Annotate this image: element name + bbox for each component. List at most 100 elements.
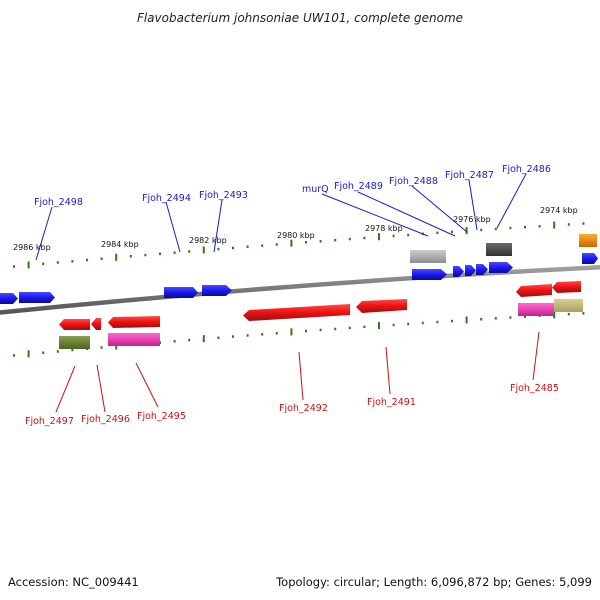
reverse-scale-minor-tick: [56, 350, 59, 353]
feature-box-fjoh-2497[interactable]: [59, 336, 90, 349]
forward-scale-minor-tick: [71, 260, 74, 263]
gene-arrow-fjoh-2485b[interactable]: [552, 281, 581, 293]
label-fjoh-2495[interactable]: Fjoh_2495: [137, 411, 186, 422]
forward-scale-major-tick: [202, 246, 205, 254]
genome-backbone: [0, 264, 600, 315]
gene-arrow-fjoh-2488[interactable]: [465, 265, 476, 276]
label-fjoh-2487[interactable]: Fjoh_2487: [445, 170, 494, 181]
forward-scale-minor-tick: [436, 231, 439, 235]
bottom-gene-labels: Fjoh_2497 Fjoh_2496 Fjoh_2495 Fjoh_2492 …: [25, 383, 559, 427]
label-fjoh-2492[interactable]: Fjoh_2492: [279, 403, 328, 414]
leader-fjoh-2498: [35, 206, 53, 261]
label-fjoh-2497[interactable]: Fjoh_2497: [25, 416, 74, 427]
forward-scale-minor-tick: [348, 237, 351, 241]
label-fjoh-2493[interactable]: Fjoh_2493: [199, 190, 248, 201]
reverse-scale-minor-tick: [13, 354, 15, 357]
forward-scale-minor-tick: [509, 226, 512, 230]
leader-fjoh-2487: [468, 179, 478, 231]
forward-scale-major-tick: [378, 233, 380, 241]
label-fjoh-2491[interactable]: Fjoh_2491: [367, 397, 416, 408]
reverse-scale-minor-tick: [334, 327, 337, 331]
reverse-scale-minor-tick: [173, 340, 176, 343]
leader-fjoh-2486: [496, 173, 527, 229]
accession-text: Accession: NC_009441: [8, 575, 139, 589]
gene-arrow-fjoh-2495[interactable]: [108, 316, 160, 328]
feature-box-murq[interactable]: [410, 250, 446, 263]
forward-scale-minor-tick: [494, 227, 497, 231]
forward-scale-minor-tick: [217, 247, 220, 251]
gene-arrow-fjoh-2493[interactable]: [202, 285, 232, 296]
label-fjoh-2486[interactable]: Fjoh_2486: [502, 164, 551, 175]
reverse-scale-major-tick: [553, 311, 556, 319]
gene-arrow-fjoh-2497[interactable]: [59, 319, 90, 330]
feature-box-fjoh-2484[interactable]: [579, 234, 597, 247]
label-fjoh-2494[interactable]: Fjoh_2494: [142, 193, 191, 204]
reverse-genes: [59, 281, 581, 330]
gene-arrow-fjoh-2499[interactable]: [0, 293, 18, 304]
reverse-scale-minor-tick: [567, 312, 570, 316]
forward-scale-minor-tick: [334, 238, 337, 242]
gene-arrow-fjoh-2486[interactable]: [489, 262, 513, 273]
reverse-scale-major-tick: [378, 322, 380, 330]
reverse-scale-minor-tick: [100, 346, 103, 349]
gene-arrow-fjoh-2496[interactable]: [91, 318, 101, 330]
forward-scale-major-tick: [115, 253, 118, 261]
tick-label-2980: 2980 kbp: [277, 231, 315, 240]
forward-scale-minor-tick: [56, 261, 59, 264]
reverse-scale-minor-tick: [363, 325, 366, 329]
forward-scale-major-tick: [553, 221, 556, 229]
label-fjoh-2496[interactable]: Fjoh_2496: [81, 414, 130, 425]
forward-scale-major-tick: [27, 261, 30, 269]
leader-fjoh-2492: [298, 351, 304, 401]
feature-box-fjoh-2487[interactable]: [486, 243, 512, 256]
scale-labels: 2986 kbp 2984 kbp 2982 kbp 2980 kbp 2978…: [13, 206, 578, 252]
leader-fjoh-2494: [165, 201, 181, 253]
feature-box-fjoh-2495[interactable]: [108, 333, 160, 346]
tick-label-2974: 2974 kbp: [540, 206, 578, 215]
reverse-scale-minor-tick: [421, 321, 424, 325]
gene-arrow-fjoh-2484[interactable]: [582, 253, 598, 264]
label-fjoh-2488[interactable]: Fjoh_2488: [389, 176, 438, 187]
forward-scale-minor-tick: [159, 252, 161, 256]
forward-features: [410, 234, 597, 263]
forward-scale-minor-tick: [363, 236, 366, 240]
forward-scale-minor-tick: [319, 240, 322, 243]
label-fjoh-2489[interactable]: Fjoh_2489: [334, 181, 383, 192]
forward-scale-minor-tick: [129, 255, 132, 258]
forward-scale-major-tick: [290, 239, 293, 247]
reverse-scale-minor-tick: [348, 326, 351, 330]
gene-arrow-fjoh-2498[interactable]: [19, 292, 55, 303]
gene-arrow-fjoh-2487[interactable]: [476, 264, 488, 275]
feature-box-fjoh-2485[interactable]: [518, 303, 554, 316]
forward-scale-minor-tick: [173, 251, 176, 254]
gene-arrow-fjoh-2492[interactable]: [243, 304, 350, 321]
forward-scale-minor-tick: [538, 225, 541, 228]
reverse-scale-major-tick: [202, 335, 205, 343]
reverse-scale-minor-tick: [217, 336, 220, 339]
forward-scale-minor-tick: [144, 253, 147, 257]
gene-arrow-fjoh-2489[interactable]: [453, 266, 464, 277]
reverse-scale-minor-tick: [451, 319, 453, 323]
top-leader-lines: [35, 173, 527, 261]
reverse-scale-minor-tick: [407, 322, 410, 326]
gene-arrow-fjoh-2485[interactable]: [516, 284, 552, 297]
label-murq[interactable]: murQ: [302, 184, 329, 195]
forward-scale-minor-tick: [392, 234, 395, 238]
reverse-scale-minor-tick: [436, 320, 439, 324]
feature-box-fjoh-2485-khaki[interactable]: [554, 299, 583, 312]
tick-label-2976: 2976 kbp: [453, 215, 491, 224]
forward-scale-minor-tick: [86, 258, 88, 262]
gene-arrow-fjoh-2494[interactable]: [164, 287, 198, 298]
forward-scale-ticks: [13, 221, 585, 269]
reverse-scale-minor-tick: [188, 338, 191, 342]
gene-arrow-murq[interactable]: [412, 269, 447, 280]
reverse-scale-minor-tick: [71, 348, 74, 352]
reverse-scale-minor-tick: [494, 317, 497, 320]
reverse-scale-minor-tick: [509, 316, 512, 319]
label-fjoh-2485[interactable]: Fjoh_2485: [510, 383, 559, 394]
gene-arrow-fjoh-2491[interactable]: [356, 299, 407, 313]
forward-scale-minor-tick: [188, 250, 191, 253]
label-fjoh-2498[interactable]: Fjoh_2498: [34, 197, 83, 208]
map-title: Flavobacterium johnsoniae UW101, complet…: [137, 11, 463, 25]
